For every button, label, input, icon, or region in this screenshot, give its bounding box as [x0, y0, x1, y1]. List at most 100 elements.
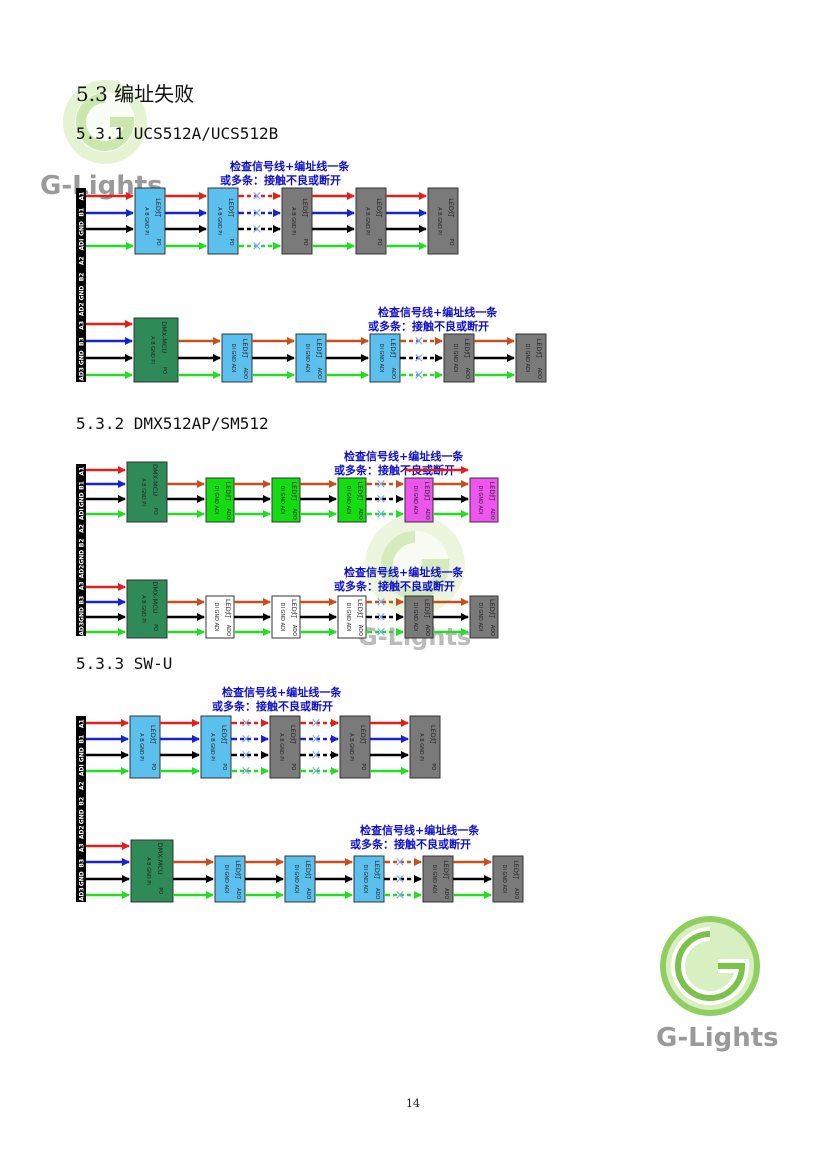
- led-chip-top-1: [207, 187, 239, 255]
- dmx-chip-1: [133, 317, 179, 383]
- terminal-label: B3: [79, 859, 86, 868]
- terminal-label: GND: [79, 747, 86, 762]
- chip-label: LED灯: [315, 339, 324, 359]
- terminal-label: AD2: [79, 565, 86, 579]
- chip-label: LED灯: [375, 198, 384, 218]
- break-cross-icon: ×: [395, 872, 406, 887]
- led-chip-top-2: [281, 187, 313, 255]
- chip-pins: DI GND ADI: [293, 865, 299, 894]
- chip-pins: A B GND PI: [216, 207, 222, 235]
- fault-note-line1: 检查信号线+编址线一条: [344, 449, 464, 463]
- terminal-label: B1: [79, 481, 86, 490]
- chip-pins: A B GND PI: [145, 857, 151, 885]
- chip-label: LED灯: [289, 725, 298, 745]
- chip-pins: A B GND PI: [143, 207, 149, 235]
- terminal-label: A3: [79, 581, 86, 590]
- chip-pins: DI GND ADI: [452, 344, 458, 373]
- led-chip-e1-1: [200, 715, 232, 779]
- led-chip-top-4: [427, 187, 459, 255]
- break-cross-icon: ×: [376, 625, 387, 640]
- break-cross-icon: ×: [241, 748, 252, 763]
- terminal-label: GND: [79, 550, 86, 565]
- led-chip-e1-4: [409, 715, 441, 779]
- terminal-label: GND: [79, 221, 86, 236]
- chip-pins: DI GND ADI: [345, 486, 351, 515]
- chip-pins: DI GND ADI: [477, 486, 483, 515]
- chip-label: LED灯: [224, 599, 233, 619]
- terminal-label: A2: [79, 524, 86, 533]
- terminal-label: AD2: [79, 825, 86, 839]
- terminal-label: B1: [79, 208, 86, 217]
- terminal-label: AD3: [79, 367, 86, 381]
- fault-note-line2: 或多条：接触不良或断开: [334, 463, 455, 477]
- chip-pins-out: PO: [430, 763, 436, 770]
- chip-label: LED灯: [488, 599, 497, 619]
- break-cross-icon: ×: [414, 368, 425, 383]
- chip-pins-out: ADO: [305, 888, 311, 899]
- break-cross-icon: ×: [395, 888, 406, 903]
- chip-pins-out: PO: [221, 763, 227, 770]
- section-number: 5.3: [76, 82, 108, 106]
- chip-label: LED灯: [290, 482, 299, 502]
- chip-pins: DI GND ADI: [477, 603, 483, 632]
- chip-pins: DI GND ADI: [362, 865, 368, 894]
- chip-label: LED灯: [429, 725, 438, 745]
- chip-pins-out: ADO: [225, 508, 231, 519]
- chip-pins: DI GND ADI: [501, 865, 507, 894]
- terminal-strip: [76, 464, 86, 636]
- break-cross-icon: ×: [414, 351, 425, 366]
- subsection-title-1: 5.3.1 UCS512A/UCS512B: [76, 124, 279, 143]
- chip-pins: A B GND PI: [138, 733, 144, 761]
- chip-pins-out: PO: [161, 367, 167, 374]
- terminal-label: AD3: [79, 887, 86, 901]
- terminal-label: B2: [79, 797, 86, 806]
- break-cross-icon: ×: [241, 764, 252, 779]
- terminal-label: ADI: [79, 239, 86, 251]
- chip-pins-out: PO: [290, 763, 296, 770]
- led-chip-d2a-2: [337, 477, 367, 523]
- chip-pins-out: PO: [228, 239, 234, 246]
- chip-label: LED灯: [423, 599, 432, 619]
- chip-pins: DI GND ADI: [412, 486, 418, 515]
- terminal-label: A1: [79, 467, 86, 476]
- break-cross-icon: ×: [376, 595, 387, 610]
- chip-label: LED灯: [220, 725, 229, 745]
- chip-label: LED灯: [356, 599, 365, 619]
- chip-pins-out: ADO: [513, 888, 519, 899]
- chip-label: LED灯: [234, 860, 243, 880]
- chip-pins: DI GND ADI: [223, 865, 229, 894]
- break-cross-icon: ×: [252, 206, 263, 221]
- led-chip-d2b-2: [337, 595, 367, 639]
- break-cross-icon: ×: [311, 732, 322, 747]
- chip-pins-out: ADO: [489, 625, 495, 636]
- chip-pins: A B GND PI: [149, 336, 155, 364]
- chip-label: LED灯: [359, 725, 368, 745]
- section-heading: 5.3 编址失败: [76, 78, 194, 107]
- break-cross-icon: ×: [241, 716, 252, 731]
- terminal-label: B3: [79, 596, 86, 605]
- chip-pins-out: PO: [302, 239, 308, 246]
- chip-label: DMX-MCU: [151, 464, 159, 496]
- chip-label: LED灯: [423, 482, 432, 502]
- chip-pins-out: ADO: [235, 888, 241, 899]
- led-chip-d2b-4: [469, 595, 499, 639]
- fault-note-line2: 或多条：接触不良或断开: [212, 699, 333, 713]
- terminal-label: A1: [79, 192, 86, 201]
- terminal-label: A2: [79, 781, 86, 790]
- chip-label: LED灯: [447, 198, 456, 218]
- chip-pins-out: PO: [155, 239, 161, 246]
- fault-note-line1: 检查信号线+编址线一条: [344, 565, 464, 579]
- led-chip-bottom-3: [443, 333, 475, 383]
- chip-pins-out: ADO: [464, 368, 470, 379]
- chip-pins-out: PO: [157, 887, 163, 894]
- chip-label: DMX-MCU: [156, 843, 164, 875]
- chip-pins: A B GND PI: [436, 207, 442, 235]
- break-cross-icon: ×: [414, 334, 425, 349]
- dmx-chip-2a: [126, 461, 168, 523]
- watermark-logo-top: G-Lights: [40, 80, 163, 200]
- fault-note-line2: 或多条：接触不良或断开: [368, 319, 489, 333]
- terminal-label: GND: [79, 492, 86, 507]
- terminal-label: B2: [79, 273, 86, 282]
- dmx-chip-2b: [126, 579, 168, 639]
